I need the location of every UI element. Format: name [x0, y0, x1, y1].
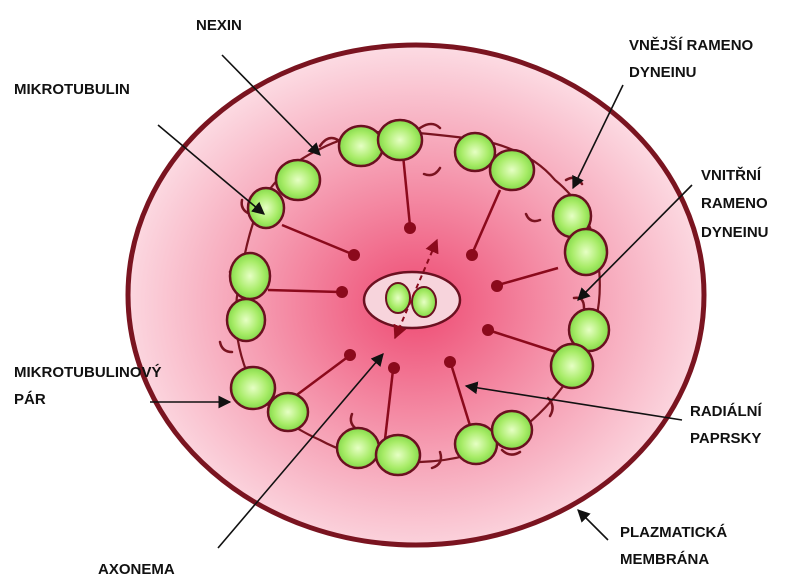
label-mikrotubulinovy-par-line1: MIKROTUBULINOVÝ — [14, 363, 162, 381]
label-axonema: AXONEMA — [98, 561, 175, 578]
label-radialni-paprsky-line1: RADIÁLNÍ — [690, 403, 762, 420]
label-vnitrni-rameno-line3: DYNEINU — [701, 224, 769, 241]
label-vnitrni-rameno-line1: VNITŘNÍ — [701, 166, 762, 184]
label-mikrotubulin: MIKROTUBULIN — [14, 81, 130, 98]
central-pair-left — [386, 283, 410, 313]
label-vnitrni-rameno-line2: RAMENO — [701, 195, 768, 212]
label-plazmaticka-membrana-line1: PLAZMATICKÁ — [620, 524, 727, 541]
label-radialni-paprsky-line2: PAPRSKY — [690, 430, 761, 447]
label-vnejsi-rameno-line1: VNĚJŠÍ RAMENO — [629, 36, 754, 54]
label-plazmaticka-membrana-line2: MEMBRÁNA — [620, 551, 709, 568]
central-pair-right — [412, 287, 436, 317]
label-nexin: NEXIN — [196, 17, 242, 34]
label-mikrotubulinovy-par-line2: PÁR — [14, 391, 46, 408]
label-vnejsi-rameno-line2: DYNEINU — [629, 64, 697, 81]
